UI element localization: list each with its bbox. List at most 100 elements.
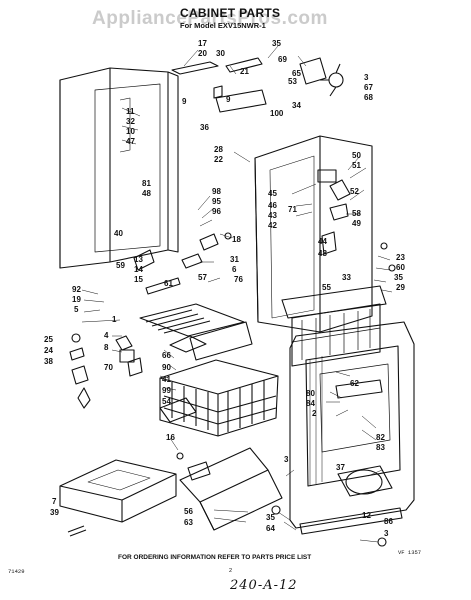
callout-16: 16 [166,433,175,442]
toe-grille [281,285,387,367]
callout-44: 44 [318,237,327,246]
callout-24: 24 [44,346,53,355]
callout-64: 64 [266,524,275,533]
callout-35c: 35 [266,513,275,522]
callout-57: 57 [198,273,207,282]
callout-10: 10 [126,127,135,136]
callout-32: 32 [126,117,135,126]
callout-9: 9 [182,97,187,106]
callout-100: 100 [270,109,284,118]
callout-22: 22 [214,155,223,164]
callout-49: 49 [352,219,361,228]
callout-80: 80 [306,389,315,398]
callout-50: 50 [352,151,361,160]
callout-3b: 3 [284,455,289,464]
diagram-title: CABINET PARTS [180,6,281,20]
callout-5: 5 [74,305,79,314]
model-line: For Model EXV15NWR-1 [180,21,266,30]
callout-3: 3 [364,73,369,82]
callout-41: 41 [162,375,171,384]
callout-55: 55 [322,283,331,292]
callout-58: 58 [352,209,361,218]
callout-67: 67 [364,83,373,92]
callout-30: 30 [216,49,225,58]
callout-39: 39 [50,508,59,517]
callout-83: 83 [376,443,385,452]
callout-17: 17 [198,39,207,48]
callout-90: 90 [162,363,171,372]
callout-1: 1 [112,315,117,324]
callout-95: 95 [212,197,221,206]
handwritten-annotation: 240-A-12 [230,578,298,593]
callout-11: 11 [126,107,135,116]
page-number: 2 [229,568,233,574]
ordering-note: FOR ORDERING INFORMATION REFER TO PARTS … [118,554,312,561]
callout-25: 25 [44,335,53,344]
callout-labels: 17 35 20 30 69 21 65 3 67 68 9 53 34 100… [44,39,405,538]
callout-51: 51 [352,161,361,170]
callout-47: 47 [126,137,135,146]
callout-7: 7 [52,497,57,506]
callout-2: 2 [312,409,317,418]
callout-69: 69 [278,55,287,64]
callout-19: 19 [72,295,81,304]
callout-98: 98 [212,187,221,196]
callout-62: 62 [350,379,359,388]
callout-13: 13 [134,255,143,264]
callout-8: 8 [104,343,109,352]
callout-48: 48 [318,249,327,258]
document-code-left: 71429 [8,568,25,575]
callout-23: 23 [396,253,405,262]
callout-48b: 48 [142,189,151,198]
callout-99: 99 [162,386,171,395]
callout-29: 29 [396,283,405,292]
callout-63: 63 [184,518,193,527]
callout-21: 21 [240,67,249,76]
callout-92: 92 [72,285,81,294]
callout-18: 18 [232,235,241,244]
callout-38: 38 [44,357,53,366]
callout-84: 84 [306,399,315,408]
callout-14: 14 [134,265,143,274]
callout-53: 53 [288,77,297,86]
small-hardware [67,232,396,547]
door-assembly [289,321,415,535]
callout-3c: 3 [384,529,389,538]
callout-20: 20 [198,49,207,58]
callout-60: 60 [396,263,405,272]
callout-33: 33 [342,273,351,282]
callout-36: 36 [200,123,209,132]
callout-52: 52 [350,187,359,196]
callout-70: 70 [104,363,113,372]
callout-43: 43 [268,211,277,220]
callout-76: 76 [234,275,243,284]
watermark: AppliancePartsPros.com [92,8,328,29]
callout-45: 45 [268,189,277,198]
left-cabinet-panel [59,67,179,269]
callout-15: 15 [134,275,143,284]
callout-96: 96 [212,207,221,216]
callout-6: 6 [232,265,237,274]
freezer-basket [159,335,279,437]
liner-shelves [139,303,253,361]
callout-12: 12 [362,511,371,520]
callout-54: 54 [162,397,171,406]
callout-37: 37 [336,463,345,472]
callout-82: 82 [376,433,385,442]
kick-plate [179,447,283,531]
callout-42: 42 [268,221,277,230]
callout-9b: 9 [226,95,231,104]
callout-68: 68 [364,93,373,102]
callout-34: 34 [292,101,301,110]
callout-28: 28 [214,145,223,154]
rear-cabinet-box [254,135,373,333]
callout-61: 61 [164,279,173,288]
callout-46: 46 [268,201,277,210]
document-code-right: VF 1357 [398,549,422,556]
callout-35b: 35 [394,273,403,282]
callout-40: 40 [114,229,123,238]
callout-35: 35 [272,39,281,48]
callout-59: 59 [116,261,125,270]
